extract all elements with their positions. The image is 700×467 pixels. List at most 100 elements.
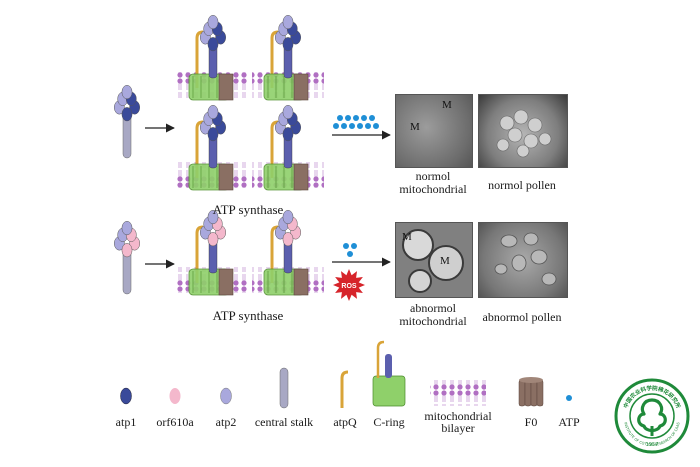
ros-label: ROS bbox=[341, 283, 357, 290]
atp-dot bbox=[365, 123, 371, 129]
f0-subunit bbox=[293, 73, 309, 101]
orf610a-subunit bbox=[282, 232, 294, 247]
abnormal-pollen-label: abnormol pollen bbox=[482, 310, 562, 324]
mito-mark: M bbox=[440, 255, 450, 267]
abnormal-pollen-micrograph bbox=[478, 222, 568, 298]
abnormal-mito-shapes bbox=[402, 229, 464, 293]
bilayer-icon bbox=[430, 380, 486, 406]
legend-label: C-ring bbox=[373, 415, 405, 429]
atp-dot bbox=[345, 115, 351, 121]
legend-label: mitochondrial bilayer bbox=[424, 409, 492, 435]
f0-subunit bbox=[293, 163, 309, 191]
atp1-subunit bbox=[121, 107, 133, 122]
f0-subunit bbox=[218, 268, 234, 296]
atp1-subunit bbox=[207, 127, 219, 142]
normal-mitochondrial-label: normol mitochondrial bbox=[399, 169, 467, 196]
atp2-subunit bbox=[282, 210, 294, 225]
f0-icon bbox=[518, 377, 544, 407]
atp-synthase-complex bbox=[252, 210, 324, 296]
institute-logo: 中国农业科学院棉花研究所 INSTITUTE OF COTTON RESEARC… bbox=[614, 378, 690, 454]
orf610a-icon bbox=[169, 388, 181, 404]
f1-head bbox=[114, 85, 140, 122]
orf610a-subunit bbox=[121, 243, 133, 258]
legend-label: atpQ bbox=[333, 415, 357, 429]
isolated-f1-subunit bbox=[114, 221, 140, 295]
f1-head bbox=[114, 221, 140, 258]
atp-synthase-label: ATP synthase bbox=[212, 202, 284, 217]
atp-synthase-complex bbox=[252, 15, 324, 101]
atp1-subunit bbox=[282, 127, 294, 142]
atp2-subunit bbox=[207, 105, 219, 120]
atp2-subunit bbox=[207, 15, 219, 30]
abnormal-pollen-grains bbox=[494, 232, 557, 286]
atp2-subunit bbox=[121, 221, 133, 236]
atpq-stalk bbox=[195, 225, 204, 283]
mito-mark: M bbox=[402, 231, 412, 243]
atp2-subunit bbox=[121, 85, 133, 100]
c-ring-icon bbox=[372, 340, 406, 407]
f0-subunit bbox=[218, 163, 234, 191]
atpq-stalk bbox=[195, 120, 204, 178]
legend-label: F0 bbox=[524, 415, 538, 429]
pollen-grains bbox=[496, 109, 552, 158]
atp1-icon bbox=[120, 387, 132, 405]
atp2-subunit bbox=[207, 210, 219, 225]
legend-label: central stalk bbox=[254, 415, 314, 429]
legend-label: orf610a bbox=[156, 415, 194, 429]
central-stalk-icon bbox=[279, 367, 289, 409]
atpq-stalk bbox=[270, 30, 279, 88]
atp-dot bbox=[349, 123, 355, 129]
f1-head bbox=[275, 210, 301, 247]
atp-dot bbox=[357, 123, 363, 129]
atp-synthase-complex bbox=[252, 105, 324, 191]
f1-head bbox=[200, 210, 226, 247]
atpq-icon bbox=[340, 370, 349, 408]
atp-dot bbox=[369, 115, 375, 121]
ros-burst-icon bbox=[333, 269, 365, 301]
legend bbox=[120, 340, 572, 409]
legend-label: ATP bbox=[558, 415, 580, 429]
atp-synthase-complex bbox=[177, 15, 249, 101]
f0-subunit bbox=[293, 268, 309, 296]
normal-pollen-label: normol pollen bbox=[488, 178, 556, 192]
mito-mark: M bbox=[442, 99, 452, 111]
atp1-subunit bbox=[282, 37, 294, 52]
atp-dot-icon bbox=[566, 395, 572, 401]
f1-head bbox=[200, 105, 226, 142]
atp-dot bbox=[343, 243, 349, 249]
logo-year: 1957 bbox=[646, 442, 659, 448]
atp-dot bbox=[337, 115, 343, 121]
atp-synthase-complex bbox=[177, 210, 249, 296]
f1-head bbox=[200, 15, 226, 52]
abnormal-mitochondria-micrograph: M M bbox=[395, 222, 473, 298]
f0-subunit bbox=[218, 73, 234, 101]
mito-mark: M bbox=[410, 121, 420, 133]
atp2-subunit bbox=[282, 105, 294, 120]
f1-head bbox=[275, 15, 301, 52]
atp2-icon bbox=[220, 387, 232, 405]
atp-dot bbox=[347, 251, 353, 257]
atpq-stalk bbox=[270, 225, 279, 283]
atp-dot bbox=[341, 123, 347, 129]
f1-head bbox=[275, 105, 301, 142]
atp-dot bbox=[353, 115, 359, 121]
atp-dot bbox=[361, 115, 367, 121]
atp-dot bbox=[373, 123, 379, 129]
atp-synthase-label: ATP synthase bbox=[212, 308, 284, 323]
orf610a-subunit bbox=[207, 232, 219, 247]
legend-label: atp2 bbox=[215, 415, 237, 429]
atpq-stalk bbox=[195, 30, 204, 88]
isolated-f1-subunit bbox=[114, 85, 140, 159]
normal-pollen-micrograph bbox=[478, 94, 568, 168]
atp-dot bbox=[333, 123, 339, 129]
atp-dot bbox=[351, 243, 357, 249]
abnormal-mitochondrial-label: abnormol mitochondrial bbox=[399, 301, 467, 328]
atp1-subunit bbox=[207, 37, 219, 52]
normal-mitochondria-micrograph: M M bbox=[395, 94, 473, 168]
atp2-subunit bbox=[282, 15, 294, 30]
atpq-stalk bbox=[270, 120, 279, 178]
legend-label: atp1 bbox=[115, 415, 137, 429]
atp-synthase-complex bbox=[177, 105, 249, 191]
